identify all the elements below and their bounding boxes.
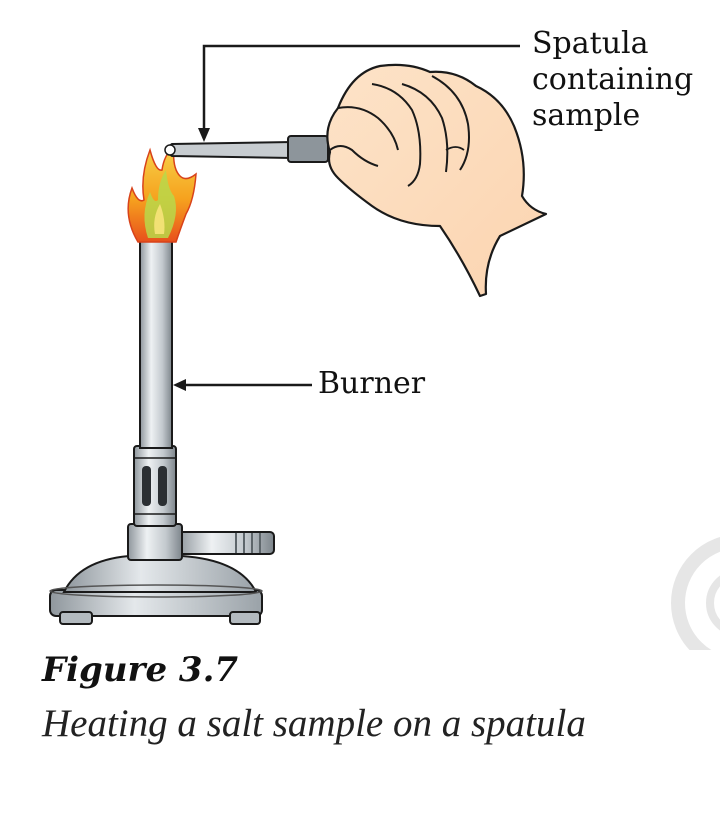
spatula-label-line-1: Spatula bbox=[532, 26, 649, 61]
burner-tube bbox=[139, 239, 173, 449]
burner-collar bbox=[127, 523, 183, 561]
spatula bbox=[164, 135, 329, 163]
burner-base bbox=[49, 555, 263, 625]
spatula-label-line-3: sample bbox=[532, 98, 641, 133]
watermark bbox=[671, 536, 720, 650]
spatula-leader-line bbox=[198, 44, 520, 142]
burner-label: Burner bbox=[318, 366, 426, 401]
flame bbox=[127, 144, 197, 243]
air-regulator bbox=[133, 445, 177, 527]
spatula-label-line-2: containing bbox=[532, 62, 694, 97]
spatula-label: Spatula containing sample bbox=[532, 26, 717, 134]
burner-leader-line bbox=[173, 379, 312, 391]
gas-inlet bbox=[177, 531, 275, 555]
hand bbox=[326, 63, 548, 298]
bunsen-burner-diagram bbox=[49, 44, 720, 650]
figure-caption: Heating a salt sample on a spatula bbox=[42, 702, 586, 745]
figure-title: Figure 3.7 bbox=[42, 650, 239, 690]
